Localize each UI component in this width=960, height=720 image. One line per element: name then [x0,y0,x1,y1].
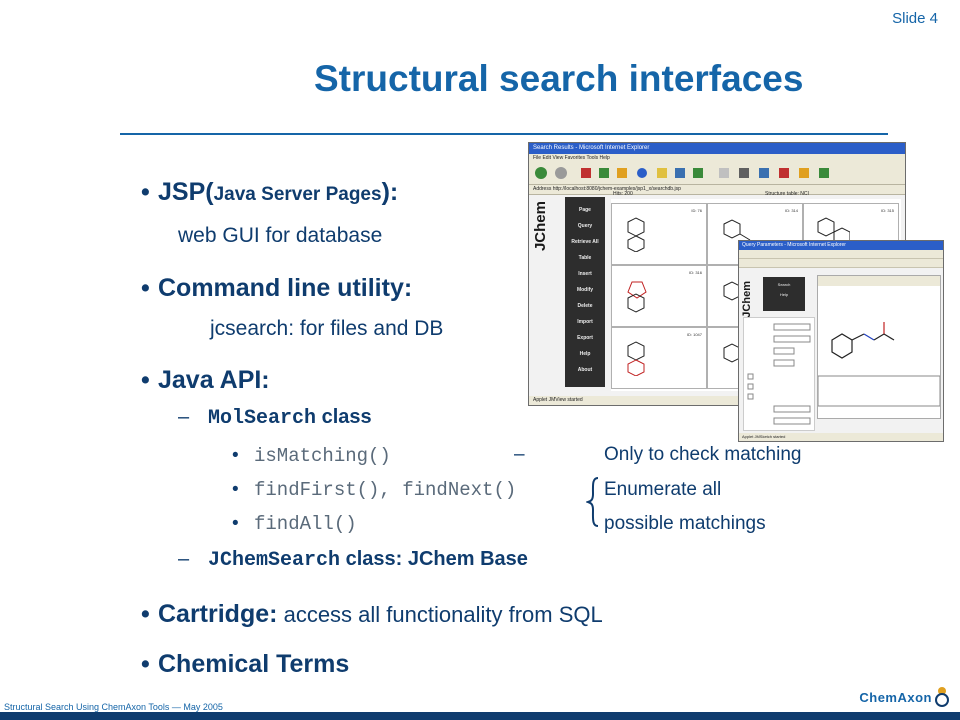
query-parameters-screenshot: Query Parameters - Microsoft Internet Ex… [738,240,944,442]
cartridge-description: access all functionality from SQL [277,602,603,627]
title-divider [120,133,888,135]
query-molecule [817,276,941,407]
jchem-brand: JChem [741,281,753,318]
jchem-brand: JChem [532,201,549,252]
bullet-dot: • [141,274,150,302]
java-api-label: Java API: [158,366,270,394]
nav-delete: Delete [577,303,593,309]
jchemsearch-rest: class: JChem Base [340,548,528,570]
cartridge-label: Cartridge: [158,600,278,628]
chemaxon-logo-text: ChemAxon [859,690,932,705]
bullet-dot: • [141,600,150,628]
bullet-cartridge: • Cartridge: access all functionality fr… [141,600,603,629]
browser-toolbar [529,162,905,185]
findfirst-description: Enumerate all [604,479,722,500]
nav-table: Table [578,255,592,261]
result-id: ID: 314 [785,208,798,213]
nav-retrieve-all: Retrieve All [571,239,599,245]
jchemsearch-code: JChemSearch [208,549,341,572]
bullet-dot: • [232,513,239,534]
window-titlebar: Search Results - Microsoft Internet Expl… [529,143,905,154]
browser-status-bar: Applet JMView started [529,396,905,405]
dash-marker: – [178,406,190,428]
bullet-cli: • Command line utility: [141,274,413,303]
molsearch-code: MolSearch [208,407,317,430]
cli-label: Command line utility: [158,274,413,302]
result-id: ID: 316 [689,270,702,275]
ismatching-code: isMatching() [254,445,391,467]
jsp-description: web GUI for database [178,224,383,247]
address-bar: Address http://localhost:8080/jchem-exam… [529,185,905,195]
help-button: Help [779,292,789,297]
query-buttons-panel: Search Help [763,277,805,311]
footer-text: Structural Search Using ChemAxon Tools —… [4,702,223,712]
browser-status-bar: Applet JMSketch started [739,433,943,441]
bullet-dot: • [232,479,239,500]
nav-page: Page [579,207,591,213]
molecule-structure [723,219,751,241]
result-cell: ID: 1047 [611,327,707,389]
bullet-chemical-terms: • Chemical Terms [141,650,350,679]
bullet-dot: • [141,366,150,394]
molsearch-item: – MolSearch class [178,406,372,430]
result-id: ID: 315 [881,208,894,213]
molecule-structure [627,217,645,252]
menu-bar: File Edit View Favorites Tools Help [529,154,905,162]
ismatching-dash: – [514,444,525,465]
ismatching-item: • isMatching() [232,445,391,467]
browser-toolbar [739,259,943,268]
jsp-close: ): [381,178,399,206]
slide-number: Slide 4 [892,10,938,27]
result-cell: ID: 316 [611,265,707,327]
findall-code: findAll() [254,513,357,535]
molecule-structure [627,281,647,313]
bullet-dot: • [141,650,150,678]
slide-title: Structural search interfaces [314,58,804,99]
curly-brace-icon [586,477,599,527]
bullet-jsp: • JSP(Java Server Pages): [141,178,399,207]
search-button: Search [777,282,791,287]
window-titlebar: Query Parameters - Microsoft Internet Ex… [739,241,943,250]
footer-bar [0,712,960,720]
nav-export: Export [577,335,593,341]
marvin-sketch-canvas [817,275,941,419]
chemical-terms-label: Chemical Terms [158,650,350,678]
hits-count: Hits: 200 [613,191,633,197]
findall-item: • findAll() [232,513,357,535]
jchemsearch-item: – JChemSearch class: JChem Base [178,548,528,572]
form-fields [747,323,811,425]
structure-table-label: Structure table: NCI [765,191,809,197]
bullet-dot: • [232,445,239,466]
jsp-expansion: Java Server Pages [213,184,382,205]
bullet-dot: • [141,178,150,206]
molecule-structure [627,341,645,376]
jchem-nav-panel: Page Query Retrieve All Table Insert Mod… [565,197,605,387]
findall-description: possible matchings [604,513,766,534]
ismatching-description: Only to check matching [604,444,802,465]
cli-description: jcsearch: for files and DB [210,317,444,340]
findfirst-item: • findFirst(), findNext() [232,479,517,501]
findfirst-code: findFirst(), findNext() [254,479,517,501]
toolbar-icons [535,167,829,179]
result-cell: ID: 76 [611,203,707,265]
dash-marker: – [178,548,190,570]
nav-import: Import [577,319,593,325]
query-options-form [743,317,815,431]
chemaxon-logo-icon [935,687,949,707]
molsearch-rest: class [316,406,372,428]
result-id: ID: 76 [691,208,702,213]
menu-bar [739,250,943,259]
jsp-label: JSP( [158,178,214,206]
nav-help: Help [579,351,591,357]
nav-about: About [577,367,593,373]
nav-query: Query [577,223,593,229]
nav-insert: Insert [578,271,592,277]
nav-modify: Modify [576,287,594,293]
bullet-java-api: • Java API: [141,366,270,395]
result-id: ID: 1047 [686,332,702,337]
